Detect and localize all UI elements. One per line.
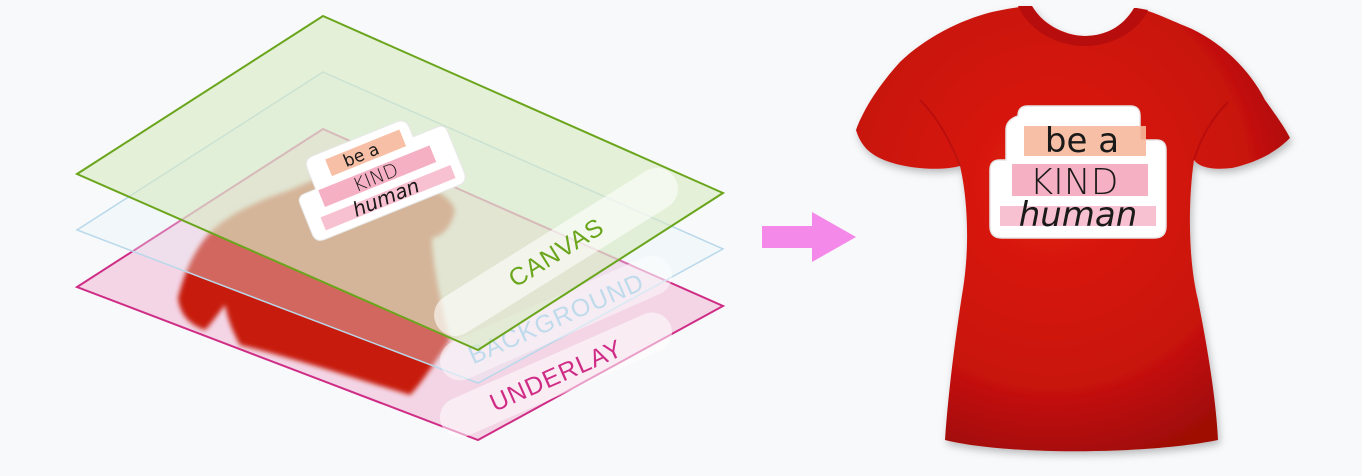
layered-sticker: be a KIND human (298, 120, 466, 241)
underlay-label-pill (439, 312, 673, 438)
transform-arrow-icon (762, 212, 856, 262)
background-label-pill (439, 255, 673, 381)
final-sticker-line2: KIND (1030, 162, 1119, 203)
canvas-label-pill (434, 167, 678, 337)
final-sticker-stripe-pink-light (1000, 206, 1156, 226)
final-sticker-stripe-pink (1012, 164, 1148, 196)
final-sticker: be a KIND human (989, 105, 1167, 239)
final-sticker-line3: human (1019, 195, 1138, 235)
final-tshirt-collar (1018, 6, 1148, 46)
final-sticker-stripe-peach (1024, 126, 1146, 156)
final-sticker-line1: be a (1045, 121, 1119, 161)
